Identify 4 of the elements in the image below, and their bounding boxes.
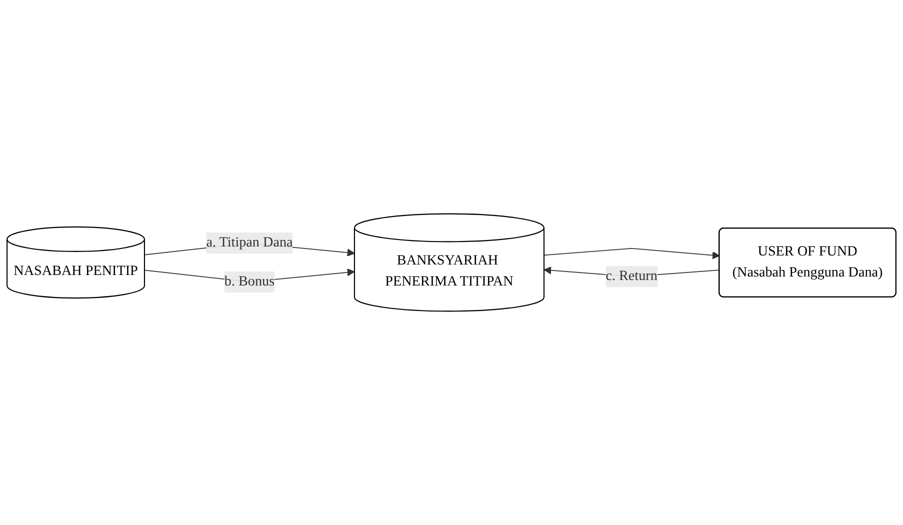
edge-label: a. Titipan Dana bbox=[206, 235, 293, 250]
edge-label: b. Bonus bbox=[224, 274, 275, 289]
arrow bbox=[544, 248, 720, 260]
edge-label: c. Return bbox=[606, 268, 658, 284]
